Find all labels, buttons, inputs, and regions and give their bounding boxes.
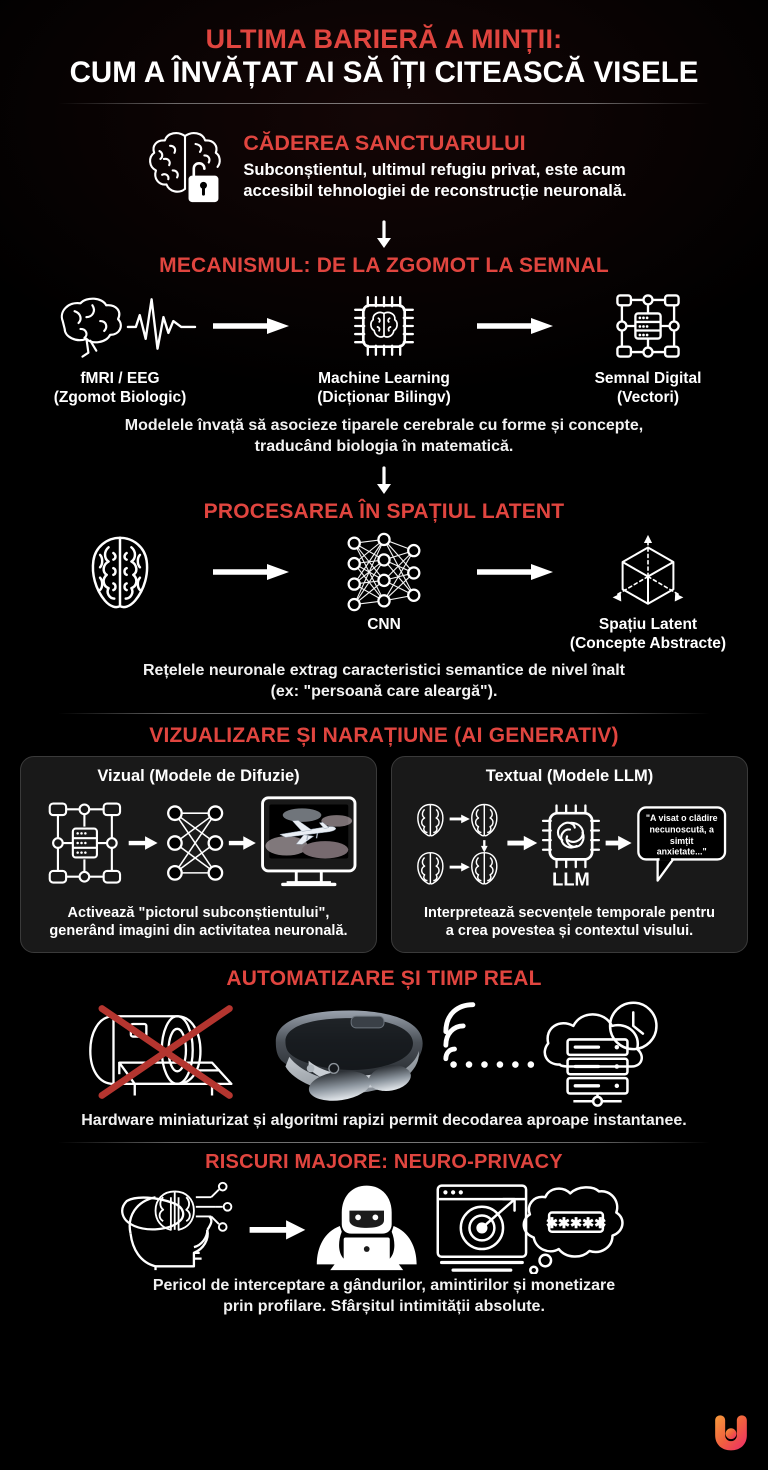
speech-bubble-text: "A visat o clădire necunoscută, a simțit… — [645, 813, 718, 857]
dotted-link-icon — [450, 1061, 535, 1069]
arrow-down-icon-2 — [16, 466, 752, 496]
risks-heading: RISCURI MAJORE: NEURO-PRIVACY — [205, 1151, 563, 1174]
mechanism-caption-line-2: traducând biologia în matematică. — [254, 437, 514, 455]
brain-top-view-icon — [40, 534, 200, 610]
flow-sub-latent: (Concepte Abstracte) — [569, 634, 727, 652]
flow-label-digital: Semnal Digital — [594, 370, 702, 388]
section-automation: AUTOMATIZARE ȘI TIMP REAL — [16, 967, 752, 1132]
neural-network-icon — [304, 532, 464, 611]
latent-caption-line-2: (ex: "persoană care aleargă"). — [270, 683, 498, 701]
divider-top — [58, 103, 710, 105]
title-line-2: CUM A ÎNVĂȚAT AI SĂ ÎȚI CITEASCĂ VISELE — [69, 56, 699, 90]
flow-label-latent: Spațiu Latent — [598, 615, 698, 633]
arrow-right-icon-card2-a — [449, 814, 470, 824]
title-line-1: ULTIMA BARIERĂ A MINȚII: — [205, 24, 563, 54]
flow-node-digital-signal: Semnal Digital (Vectori) — [568, 288, 728, 408]
open-head-brain-circuit-icon — [121, 1196, 213, 1271]
card-vizual: Vizual (Modele de Difuzie) — [20, 756, 377, 954]
vr-headset-icon — [275, 1010, 423, 1102]
flow-label-cnn: CNN — [367, 615, 401, 633]
card-textual-caption-line-1: Interpretează secvențele temporale pentr… — [424, 905, 715, 922]
flow-node-machine-learning: Machine Learning (Dicționar Bilingv) — [304, 288, 464, 408]
section-sanctuary: CĂDEREA SANCTUARULUI Subconștientul, ult… — [16, 104, 752, 212]
3d-cube-axes-icon — [568, 534, 728, 610]
section-latent-space: PROCESAREA ÎN SPAȚIUL LATENT — [16, 500, 752, 703]
flow-label-ml: Machine Learning — [318, 370, 450, 388]
sanctuary-heading: CĂDEREA SANCTUARULUI — [243, 130, 526, 155]
arrow-right-icon-1 — [204, 288, 300, 364]
chip-llm-icon — [541, 804, 600, 869]
risks-art: ✱✱✱✱✱ — [16, 1178, 752, 1275]
arrow-right-icon-card2-d — [605, 835, 632, 851]
flow-node-latent: Spațiu Latent (Concepte Abstracte) — [568, 534, 728, 654]
arrow-right-icon-card2-c — [506, 835, 537, 851]
network-server-nodes-icon — [568, 288, 728, 364]
section-risks: RISCURI MAJORE: NEURO-PRIVACY — [16, 1151, 752, 1318]
automation-art — [16, 997, 752, 1108]
arrow-right-icon-3 — [204, 534, 300, 610]
card-vizual-caption-line-2: generând imagini din activitatea neurona… — [49, 923, 348, 940]
arrow-down-icon-card2 — [480, 840, 488, 853]
section-mechanism: MECANISMUL: DE LA ZGOMOT LA SEMNAL — [16, 254, 752, 457]
card-textual: Textual (Modele LLM) — [391, 756, 748, 954]
cloud-server-clock-icon — [543, 1001, 658, 1108]
flow-sub-ml: (Dicționar Bilingv) — [317, 389, 451, 407]
arrow-right-icon-card2-b — [449, 862, 470, 872]
network-server-nodes-icon — [48, 802, 121, 884]
mechanism-heading: MECANISMUL: DE LA ZGOMOT LA SEMNAL — [159, 254, 609, 278]
sanctuary-body-line-1: Subconștientul, ultimul refugiu privat, … — [243, 160, 626, 179]
mechanism-caption-line-1: Modelele învață să asocieze tiparele cer… — [124, 417, 644, 435]
risks-caption-line-1: Pericol de interceptare a gândurilor, am… — [152, 1277, 616, 1295]
wifi-signal-icon — [443, 1002, 476, 1062]
generative-cards: Vizual (Modele de Difuzie) — [16, 756, 752, 954]
card-vizual-title: Vizual (Modele de Difuzie) — [97, 767, 300, 786]
arrow-down-icon-1 — [16, 220, 752, 250]
flow-node-fmri: fMRI / EEG (Zgomot Biologic) — [40, 288, 200, 408]
arrow-right-icon-4 — [468, 534, 564, 610]
divider-generative — [58, 713, 710, 715]
mechanism-flow: fMRI / EEG (Zgomot Biologic) — [16, 288, 752, 408]
page-title: ULTIMA BARIERĂ A MINȚII: CUM A ÎNVĂȚAT A… — [16, 0, 752, 89]
monitor-airplane-image-icon — [260, 796, 356, 887]
card-vizual-art — [31, 792, 366, 896]
browser-target-icon — [436, 1184, 528, 1272]
card-vizual-caption-line-1: Activează "pictorul subconștientului", — [67, 905, 330, 922]
neural-network-icon — [166, 805, 223, 881]
latent-heading: PROCESAREA ÎN SPAȚIUL LATENT — [203, 499, 565, 523]
llm-label: LLM — [552, 868, 590, 889]
latent-flow: CNN — [16, 532, 752, 654]
arrow-right-icon-card1-a — [128, 836, 158, 850]
mri-scanner-crossed-out-icon — [89, 1005, 233, 1100]
brain-unlocked-padlock-icon — [141, 120, 229, 212]
chip-brain-icon — [304, 288, 464, 364]
card-textual-art: "A visat o clădire necunoscută, a simțit… — [402, 792, 737, 896]
divider-risks — [58, 1142, 710, 1144]
sanctuary-body-line-2: accesibil tehnologiei de reconstrucție n… — [243, 181, 627, 200]
risks-caption-line-2: prin profilare. Sfârșitul intimității ab… — [223, 1297, 545, 1315]
automation-caption: Hardware miniaturizat și algoritmi rapiz… — [81, 1112, 687, 1130]
automation-heading: AUTOMATIZARE ȘI TIMP REAL — [226, 967, 542, 991]
flow-sub-digital: (Vectori) — [616, 389, 679, 407]
thought-bubble-password-icon — [522, 1186, 624, 1275]
generative-heading: VIZUALIZARE ȘI NARAȚIUNE (AI GENERATIV) — [149, 724, 619, 748]
section-generative: VIZUALIZARE ȘI NARAȚIUNE (AI GENERATIV) … — [16, 724, 752, 954]
flow-label-fmri: fMRI / EEG — [80, 370, 160, 388]
arrow-right-icon-card1-b — [228, 836, 256, 850]
arrow-right-icon-2 — [468, 288, 564, 364]
card-textual-caption-line-2: a crea povestea și contextul visului. — [445, 923, 694, 940]
card-textual-title: Textual (Modele LLM) — [485, 767, 654, 786]
brain-eeg-waveform-icon — [40, 288, 200, 364]
latent-caption-line-1: Rețelele neuronale extrag caracteristici… — [143, 662, 625, 680]
flow-node-cnn: CNN — [304, 532, 464, 635]
u-logo — [714, 1412, 748, 1452]
flow-node-brain — [40, 534, 200, 616]
hacker-laptop-icon — [316, 1185, 417, 1271]
speech-bubble-icon — [636, 806, 726, 882]
arrow-right-icon-risks — [249, 1220, 306, 1240]
flow-sub-fmri: (Zgomot Biologic) — [53, 389, 187, 407]
password-mask: ✱✱✱✱✱ — [546, 1216, 606, 1232]
